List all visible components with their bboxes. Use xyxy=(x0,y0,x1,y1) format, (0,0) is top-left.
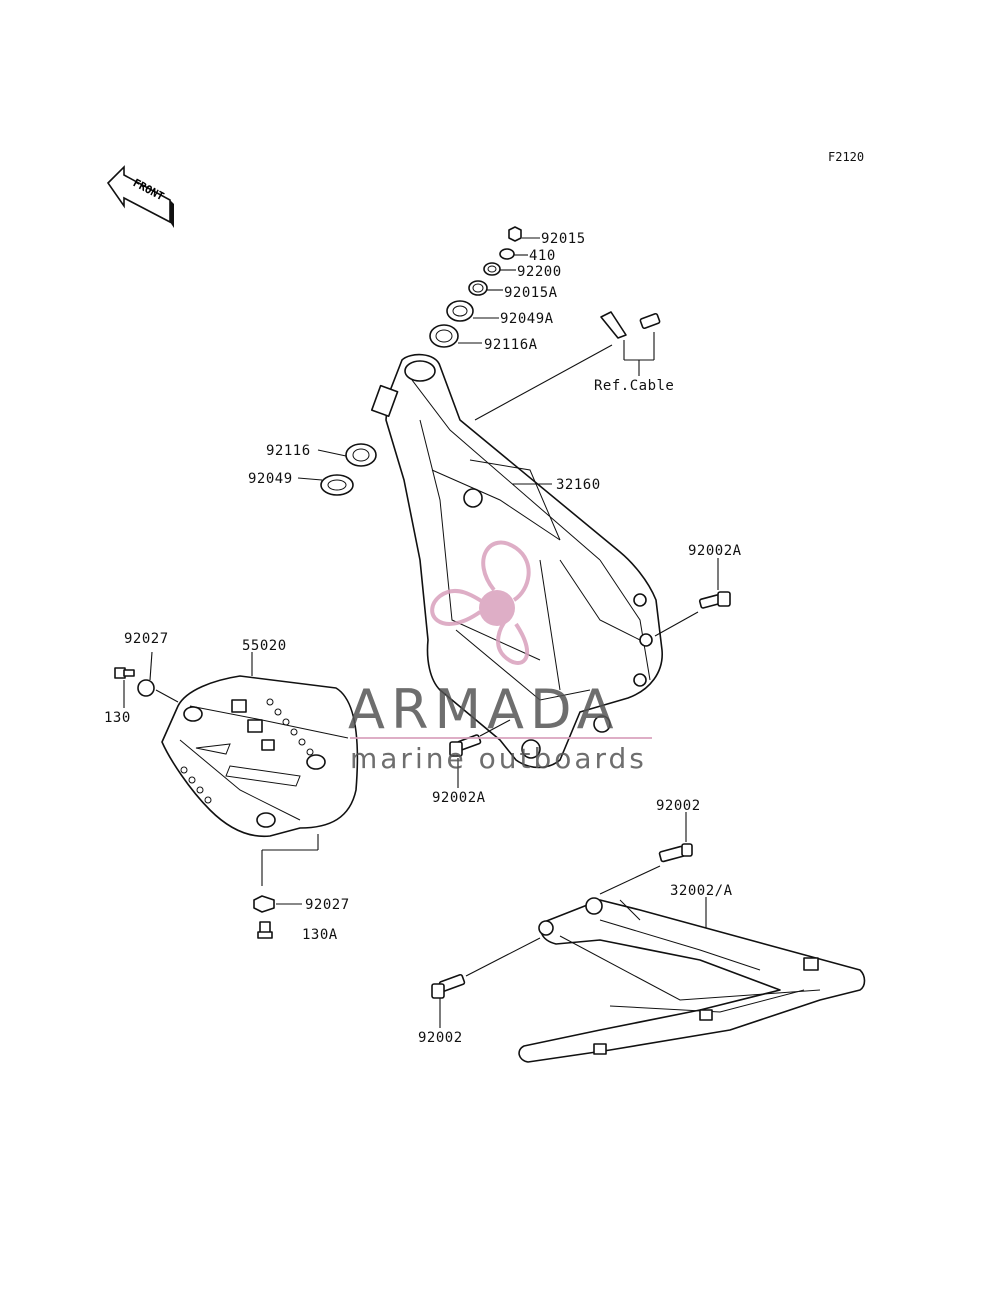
label-92015: 92015 xyxy=(541,231,586,247)
label-92200: 92200 xyxy=(517,264,562,280)
label-92015a: 92015A xyxy=(504,285,558,301)
bolt-92002-top xyxy=(599,812,693,895)
watermark-brand: ARMADA xyxy=(348,678,620,741)
label-ref-cable: Ref.Cable xyxy=(594,378,674,394)
label-92116a: 92116A xyxy=(484,337,538,353)
leader-lines xyxy=(123,237,719,788)
label-92049: 92049 xyxy=(248,471,293,487)
label-130: 130 xyxy=(104,710,131,726)
label-92002-bottom: 92002 xyxy=(418,1030,463,1046)
label-92049a: 92049A xyxy=(500,311,554,327)
skid-plate-leaders xyxy=(261,834,319,886)
label-92027-top: 92027 xyxy=(124,631,169,647)
label-92002a-right: 92002A xyxy=(688,543,742,559)
collar-92027-bottom xyxy=(253,895,302,913)
sub-frame xyxy=(518,897,866,1063)
bolt-130a xyxy=(257,921,273,939)
skid-plate xyxy=(161,652,359,838)
label-92027-bottom: 92027 xyxy=(305,897,350,913)
bolt-92002-bottom xyxy=(431,937,541,1028)
collar-92027-top xyxy=(137,651,179,703)
bolt-92002a-right xyxy=(654,591,731,637)
watermark: ARMADA marine outboards xyxy=(348,540,652,775)
main-frame xyxy=(370,353,663,769)
label-32002a: 32002/A xyxy=(670,883,733,899)
steering-stem-parts xyxy=(320,226,522,496)
bolt-130 xyxy=(114,667,135,679)
part-labels: 92015 410 92200 92015A 92049A 92116A Ref… xyxy=(104,231,742,1046)
front-arrow-icon: FRONT xyxy=(106,165,174,228)
watermark-logo-icon xyxy=(430,540,531,665)
label-32160: 32160 xyxy=(556,477,601,493)
label-410: 410 xyxy=(529,248,556,264)
diagram-code: F2120 xyxy=(828,150,864,164)
watermark-tagline: marine outboards xyxy=(350,742,647,775)
label-55020: 55020 xyxy=(242,638,287,654)
label-130a: 130A xyxy=(302,927,338,943)
label-92002a-bottom: 92002A xyxy=(432,790,486,806)
label-92002-top: 92002 xyxy=(656,798,701,814)
label-92116: 92116 xyxy=(266,443,311,459)
cable-clip-parts xyxy=(474,311,661,421)
